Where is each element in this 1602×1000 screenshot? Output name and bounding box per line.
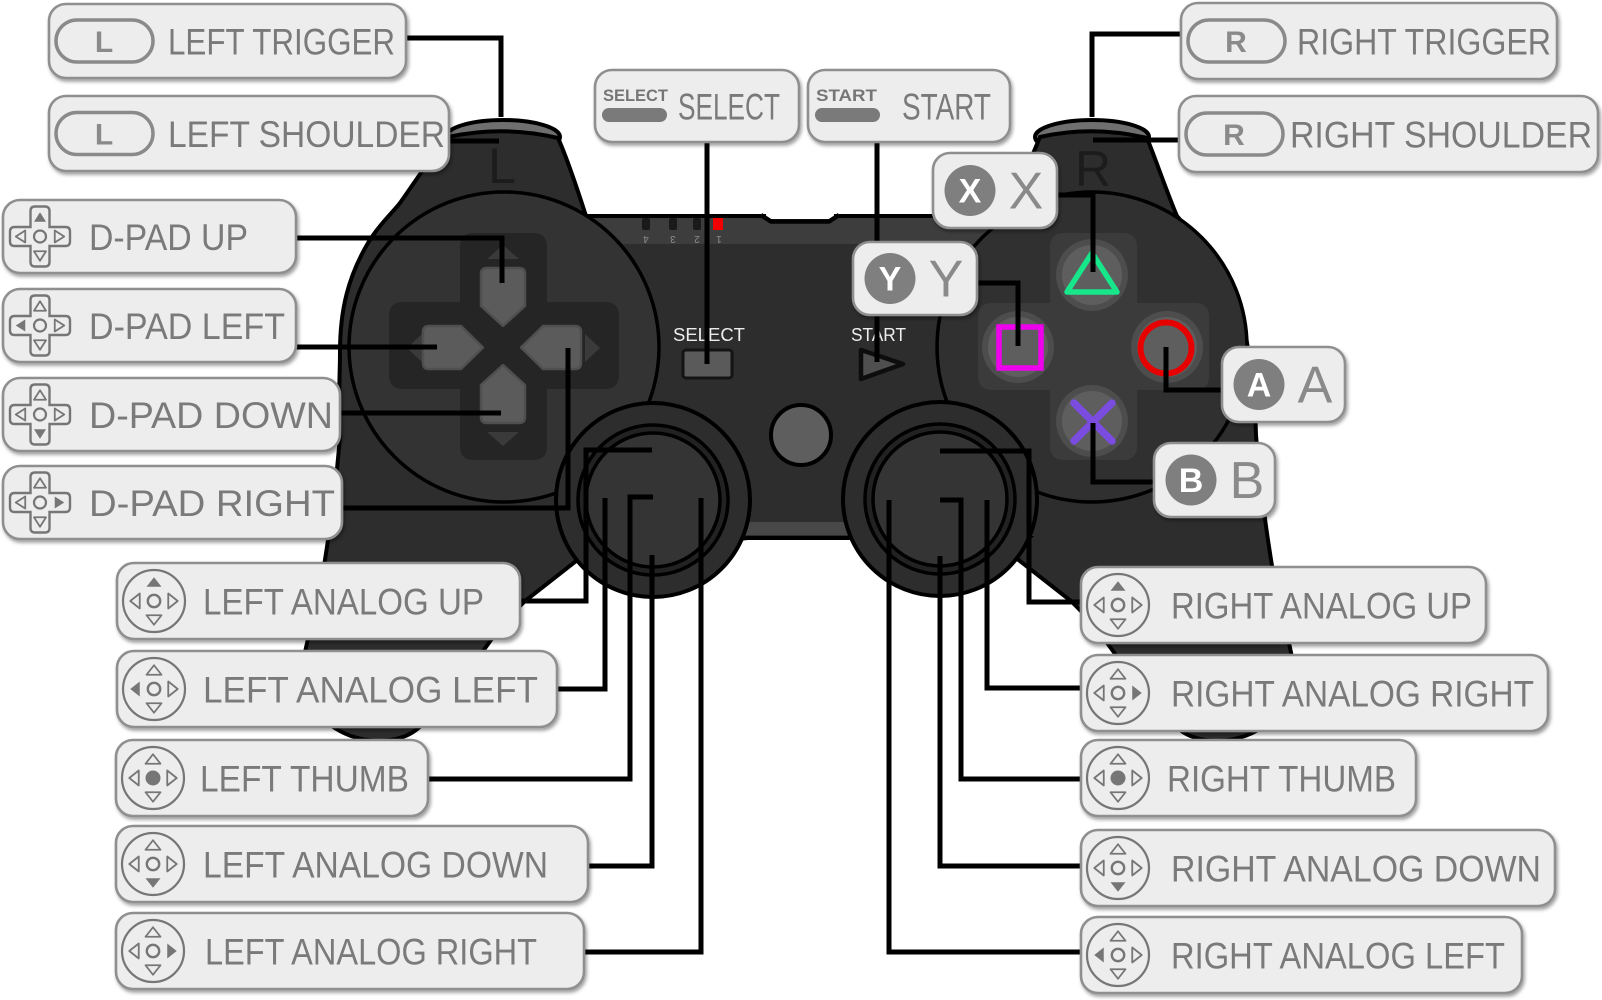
- svg-text:D-PAD DOWN: D-PAD DOWN: [89, 395, 333, 436]
- svg-text:X: X: [959, 173, 982, 211]
- svg-text:1: 1: [716, 233, 722, 244]
- svg-text:L: L: [95, 119, 113, 152]
- svg-text:LEFT ANALOG UP: LEFT ANALOG UP: [203, 582, 484, 623]
- svg-text:R: R: [1225, 26, 1247, 59]
- svg-text:L: L: [488, 138, 516, 194]
- svg-text:D-PAD UP: D-PAD UP: [89, 217, 248, 258]
- svg-text:RIGHT THUMB: RIGHT THUMB: [1167, 759, 1396, 800]
- svg-text:START: START: [816, 86, 878, 105]
- svg-text:X: X: [1009, 163, 1044, 221]
- svg-text:SELECT: SELECT: [678, 87, 780, 128]
- svg-text:R: R: [1075, 141, 1111, 197]
- svg-text:LEFT ANALOG LEFT: LEFT ANALOG LEFT: [203, 670, 538, 711]
- svg-text:B: B: [1230, 452, 1265, 510]
- svg-text:L: L: [95, 26, 113, 59]
- svg-text:D-PAD LEFT: D-PAD LEFT: [89, 306, 285, 347]
- svg-text:2: 2: [694, 233, 700, 244]
- svg-text:RIGHT ANALOG LEFT: RIGHT ANALOG LEFT: [1171, 936, 1505, 977]
- svg-text:RIGHT ANALOG UP: RIGHT ANALOG UP: [1171, 586, 1472, 627]
- svg-text:RIGHT ANALOG RIGHT: RIGHT ANALOG RIGHT: [1171, 674, 1534, 715]
- svg-text:3: 3: [670, 233, 676, 244]
- svg-text:SELECT: SELECT: [603, 86, 669, 105]
- svg-text:RIGHT SHOULDER: RIGHT SHOULDER: [1290, 115, 1592, 156]
- svg-text:LEFT ANALOG DOWN: LEFT ANALOG DOWN: [203, 845, 548, 886]
- svg-text:RIGHT ANALOG DOWN: RIGHT ANALOG DOWN: [1171, 849, 1541, 890]
- svg-text:B: B: [1179, 462, 1204, 500]
- svg-text:Y: Y: [879, 261, 902, 299]
- svg-text:R: R: [1223, 119, 1245, 152]
- svg-text:RIGHT TRIGGER: RIGHT TRIGGER: [1297, 22, 1551, 63]
- svg-text:LEFT TRIGGER: LEFT TRIGGER: [168, 22, 395, 63]
- svg-text:LEFT SHOULDER: LEFT SHOULDER: [168, 114, 445, 155]
- svg-text:D-PAD RIGHT: D-PAD RIGHT: [89, 483, 335, 524]
- svg-text:START: START: [902, 87, 991, 128]
- svg-text:Y: Y: [929, 251, 964, 309]
- svg-text:LEFT ANALOG RIGHT: LEFT ANALOG RIGHT: [205, 932, 537, 973]
- svg-text:A: A: [1298, 357, 1333, 415]
- svg-text:LEFT THUMB: LEFT THUMB: [200, 759, 409, 800]
- svg-text:A: A: [1247, 367, 1272, 405]
- svg-text:4: 4: [643, 233, 649, 244]
